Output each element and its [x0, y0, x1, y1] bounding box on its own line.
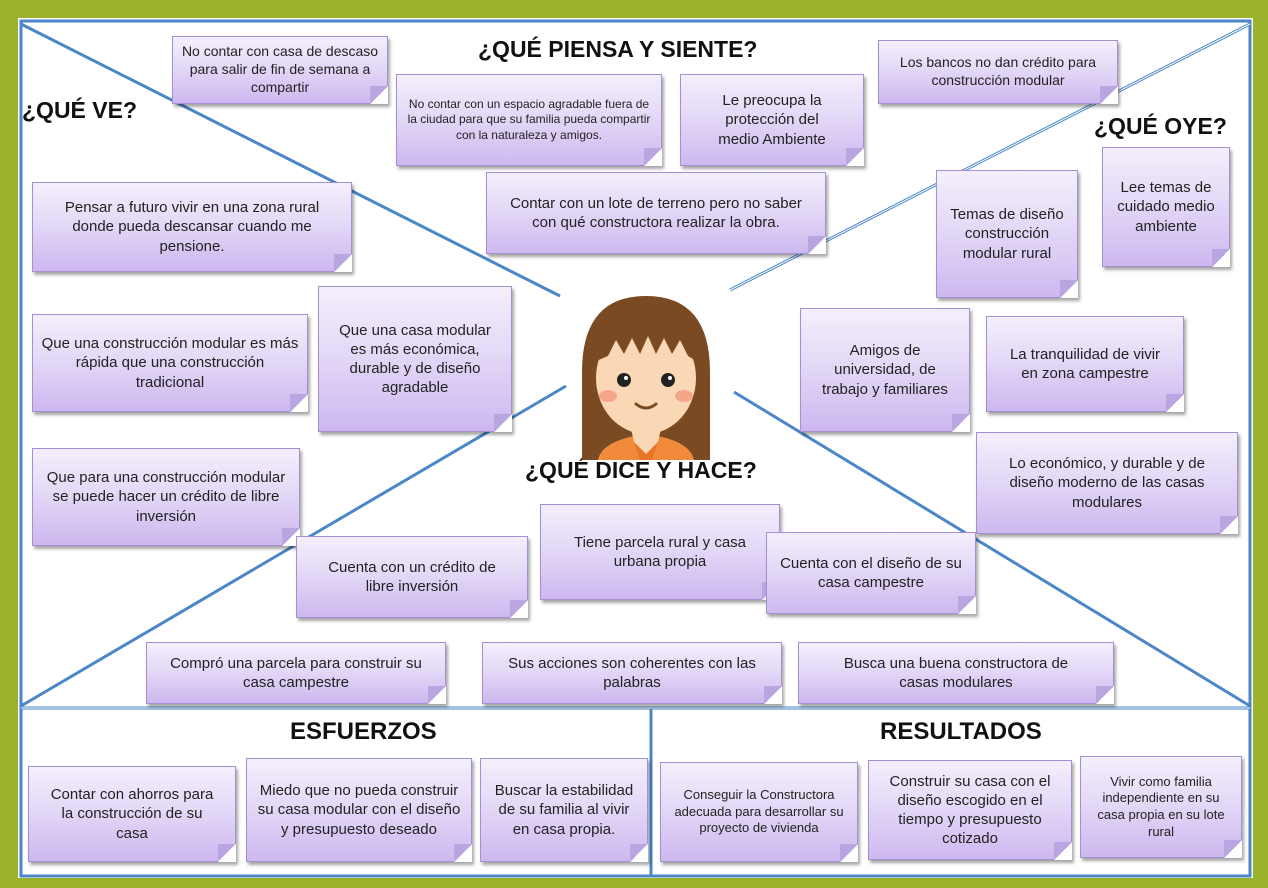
- note-dice-4: Compró una parcela para construir su cas…: [146, 642, 446, 704]
- note-dice-1: Tiene parcela rural y casa urbana propia: [540, 504, 780, 600]
- divider-top-left: [20, 22, 561, 298]
- note-dice-6: Busca una buena constructora de casas mo…: [798, 642, 1114, 704]
- heading-que-piensa-siente: ¿QUÉ PIENSA Y SIENTE?: [478, 36, 758, 62]
- note-dice-3: Cuenta con el diseño de su casa campestr…: [766, 532, 976, 614]
- note-esfuerzos-2: Miedo que no pueda construir su casa mod…: [246, 758, 472, 862]
- note-piensa-3: Le preocupa la protección del medio Ambi…: [680, 74, 864, 166]
- note-dice-2: Cuenta con un crédito de libre inversión: [296, 536, 528, 618]
- note-piensa-5: Contar con un lote de terreno pero no sa…: [486, 172, 826, 254]
- note-piensa-4: Los bancos no dan crédito para construcc…: [878, 40, 1118, 104]
- heading-resultados: RESULTADOS: [880, 718, 1042, 745]
- note-oye-4: La tranquilidad de vivir en zona campest…: [986, 316, 1184, 412]
- person-avatar-icon: [582, 296, 710, 460]
- note-piensa-1: No contar con casa de descaso para salir…: [172, 36, 388, 104]
- note-ve-2: Que una construcción modular es más rápi…: [32, 314, 308, 412]
- note-oye-3: Amigos de universidad, de trabajo y fami…: [800, 308, 970, 432]
- heading-que-ve: ¿QUÉ VE?: [22, 97, 138, 123]
- note-resultados-2: Construir su casa con el diseño escogido…: [868, 760, 1072, 860]
- note-ve-3: Que una casa modular es más económica, d…: [318, 286, 512, 432]
- note-piensa-2: No contar con un espacio agradable fuera…: [396, 74, 662, 166]
- divider-bottom-left: [20, 384, 567, 708]
- note-esfuerzos-3: Buscar la estabilidad de su familia al v…: [480, 758, 648, 862]
- map-border: [19, 19, 1252, 878]
- divider-bottom-right: [733, 390, 1251, 708]
- note-ve-4: Que para una construcción modular se pue…: [32, 448, 300, 546]
- note-ve-1: Pensar a futuro vivir en una zona rural …: [32, 182, 352, 272]
- note-oye-2: Temas de diseño construcción modular rur…: [936, 170, 1078, 298]
- note-resultados-1: Conseguir la Constructora adecuada para …: [660, 762, 858, 862]
- note-esfuerzos-1: Contar con ahorros para la construcción …: [28, 766, 236, 862]
- heading-que-oye: ¿QUÉ OYE?: [1094, 113, 1227, 139]
- note-resultados-3: Vivir como familia independiente en su c…: [1080, 756, 1242, 858]
- note-dice-5: Sus acciones son coherentes con las pala…: [482, 642, 782, 704]
- note-oye-5: Lo económico, y durable y de diseño mode…: [976, 432, 1238, 534]
- heading-que-dice-hace: ¿QUÉ DICE Y HACE?: [525, 457, 757, 483]
- note-oye-1: Lee temas de cuidado medio ambiente: [1102, 147, 1230, 267]
- heading-esfuerzos: ESFUERZOS: [290, 718, 437, 745]
